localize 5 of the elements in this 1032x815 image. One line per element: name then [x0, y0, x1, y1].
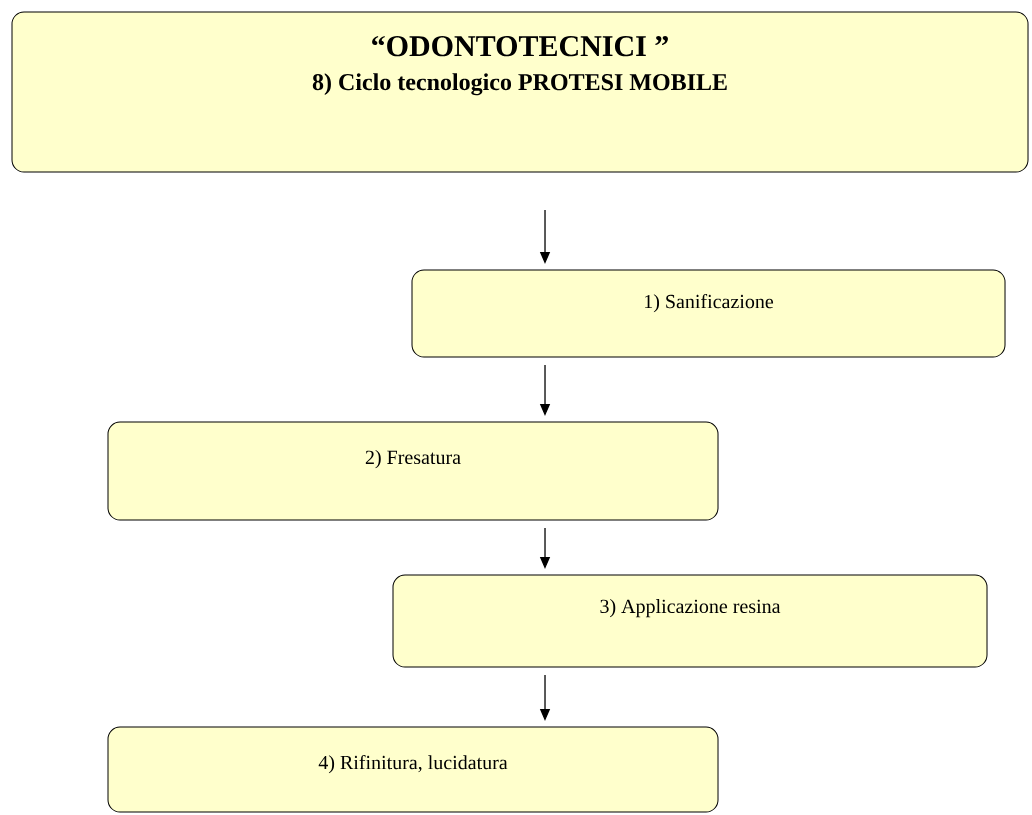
process-box: 4) Rifinitura, lucidatura — [107, 726, 719, 813]
title-box: “ODONTOTECNICI ” 8) Ciclo tecnologico PROTESI MOBILE — [11, 11, 1029, 173]
process-box: 3) Applicazione resina — [392, 574, 988, 668]
process-box: 1) Sanificazione — [411, 269, 1006, 358]
process-box: 2) Fresatura — [107, 421, 719, 521]
